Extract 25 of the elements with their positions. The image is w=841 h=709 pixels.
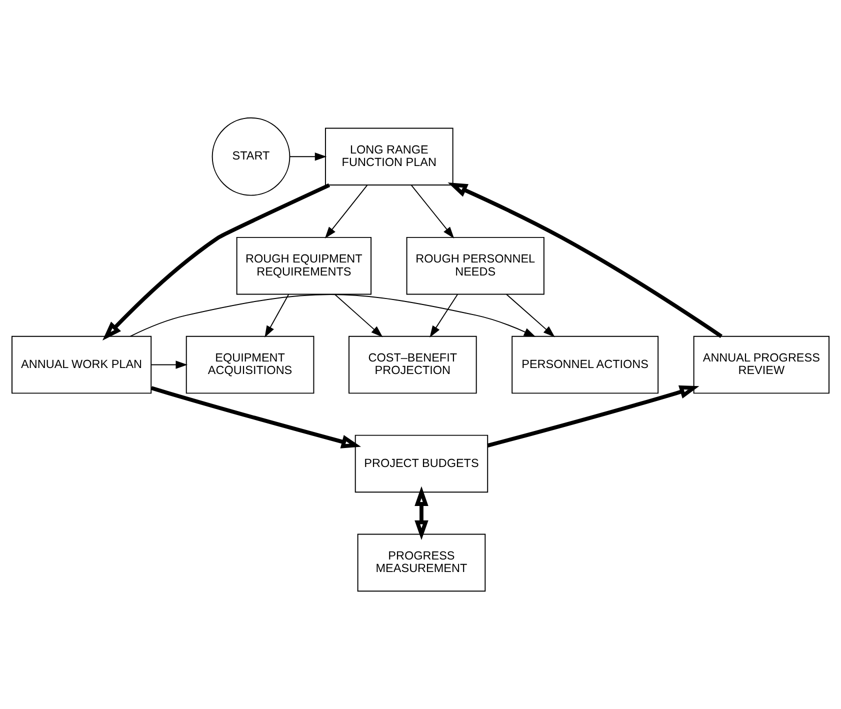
arrow	[414, 486, 428, 540]
node-box: ROUGH EQUIPMENT REQUIREMENTS	[236, 236, 372, 295]
arrow	[264, 294, 290, 338]
node-box: ROUGH PERSONNEL NEEDS	[406, 236, 544, 295]
node-box: PERSONNEL ACTIONS	[512, 336, 659, 394]
arrow	[130, 294, 536, 337]
node-box: LONG RANGE FUNCTION PLAN	[324, 128, 454, 186]
arrow	[506, 294, 555, 338]
node-circle: START	[212, 117, 290, 196]
arrow	[448, 182, 722, 338]
arrow	[324, 184, 368, 238]
node-box: ANNUAL PROGRESS REVIEW	[693, 336, 830, 394]
arrow	[430, 294, 458, 338]
arrow	[487, 385, 700, 448]
node-box: EQUIPMENT ACQUISITIONS	[186, 336, 314, 394]
node-box: COST–BENEFIT PROJECTION	[348, 336, 477, 394]
arrow	[410, 184, 454, 238]
arrow	[334, 294, 383, 338]
node-box: PROGRESS MEASUREMENT	[357, 534, 486, 592]
node-box: ANNUAL WORK PLAN	[12, 336, 152, 394]
node-box: PROJECT BUDGETS	[354, 434, 488, 493]
arrow	[102, 183, 330, 341]
arrow	[150, 360, 188, 369]
arrow	[150, 386, 362, 448]
arrow	[289, 152, 327, 161]
